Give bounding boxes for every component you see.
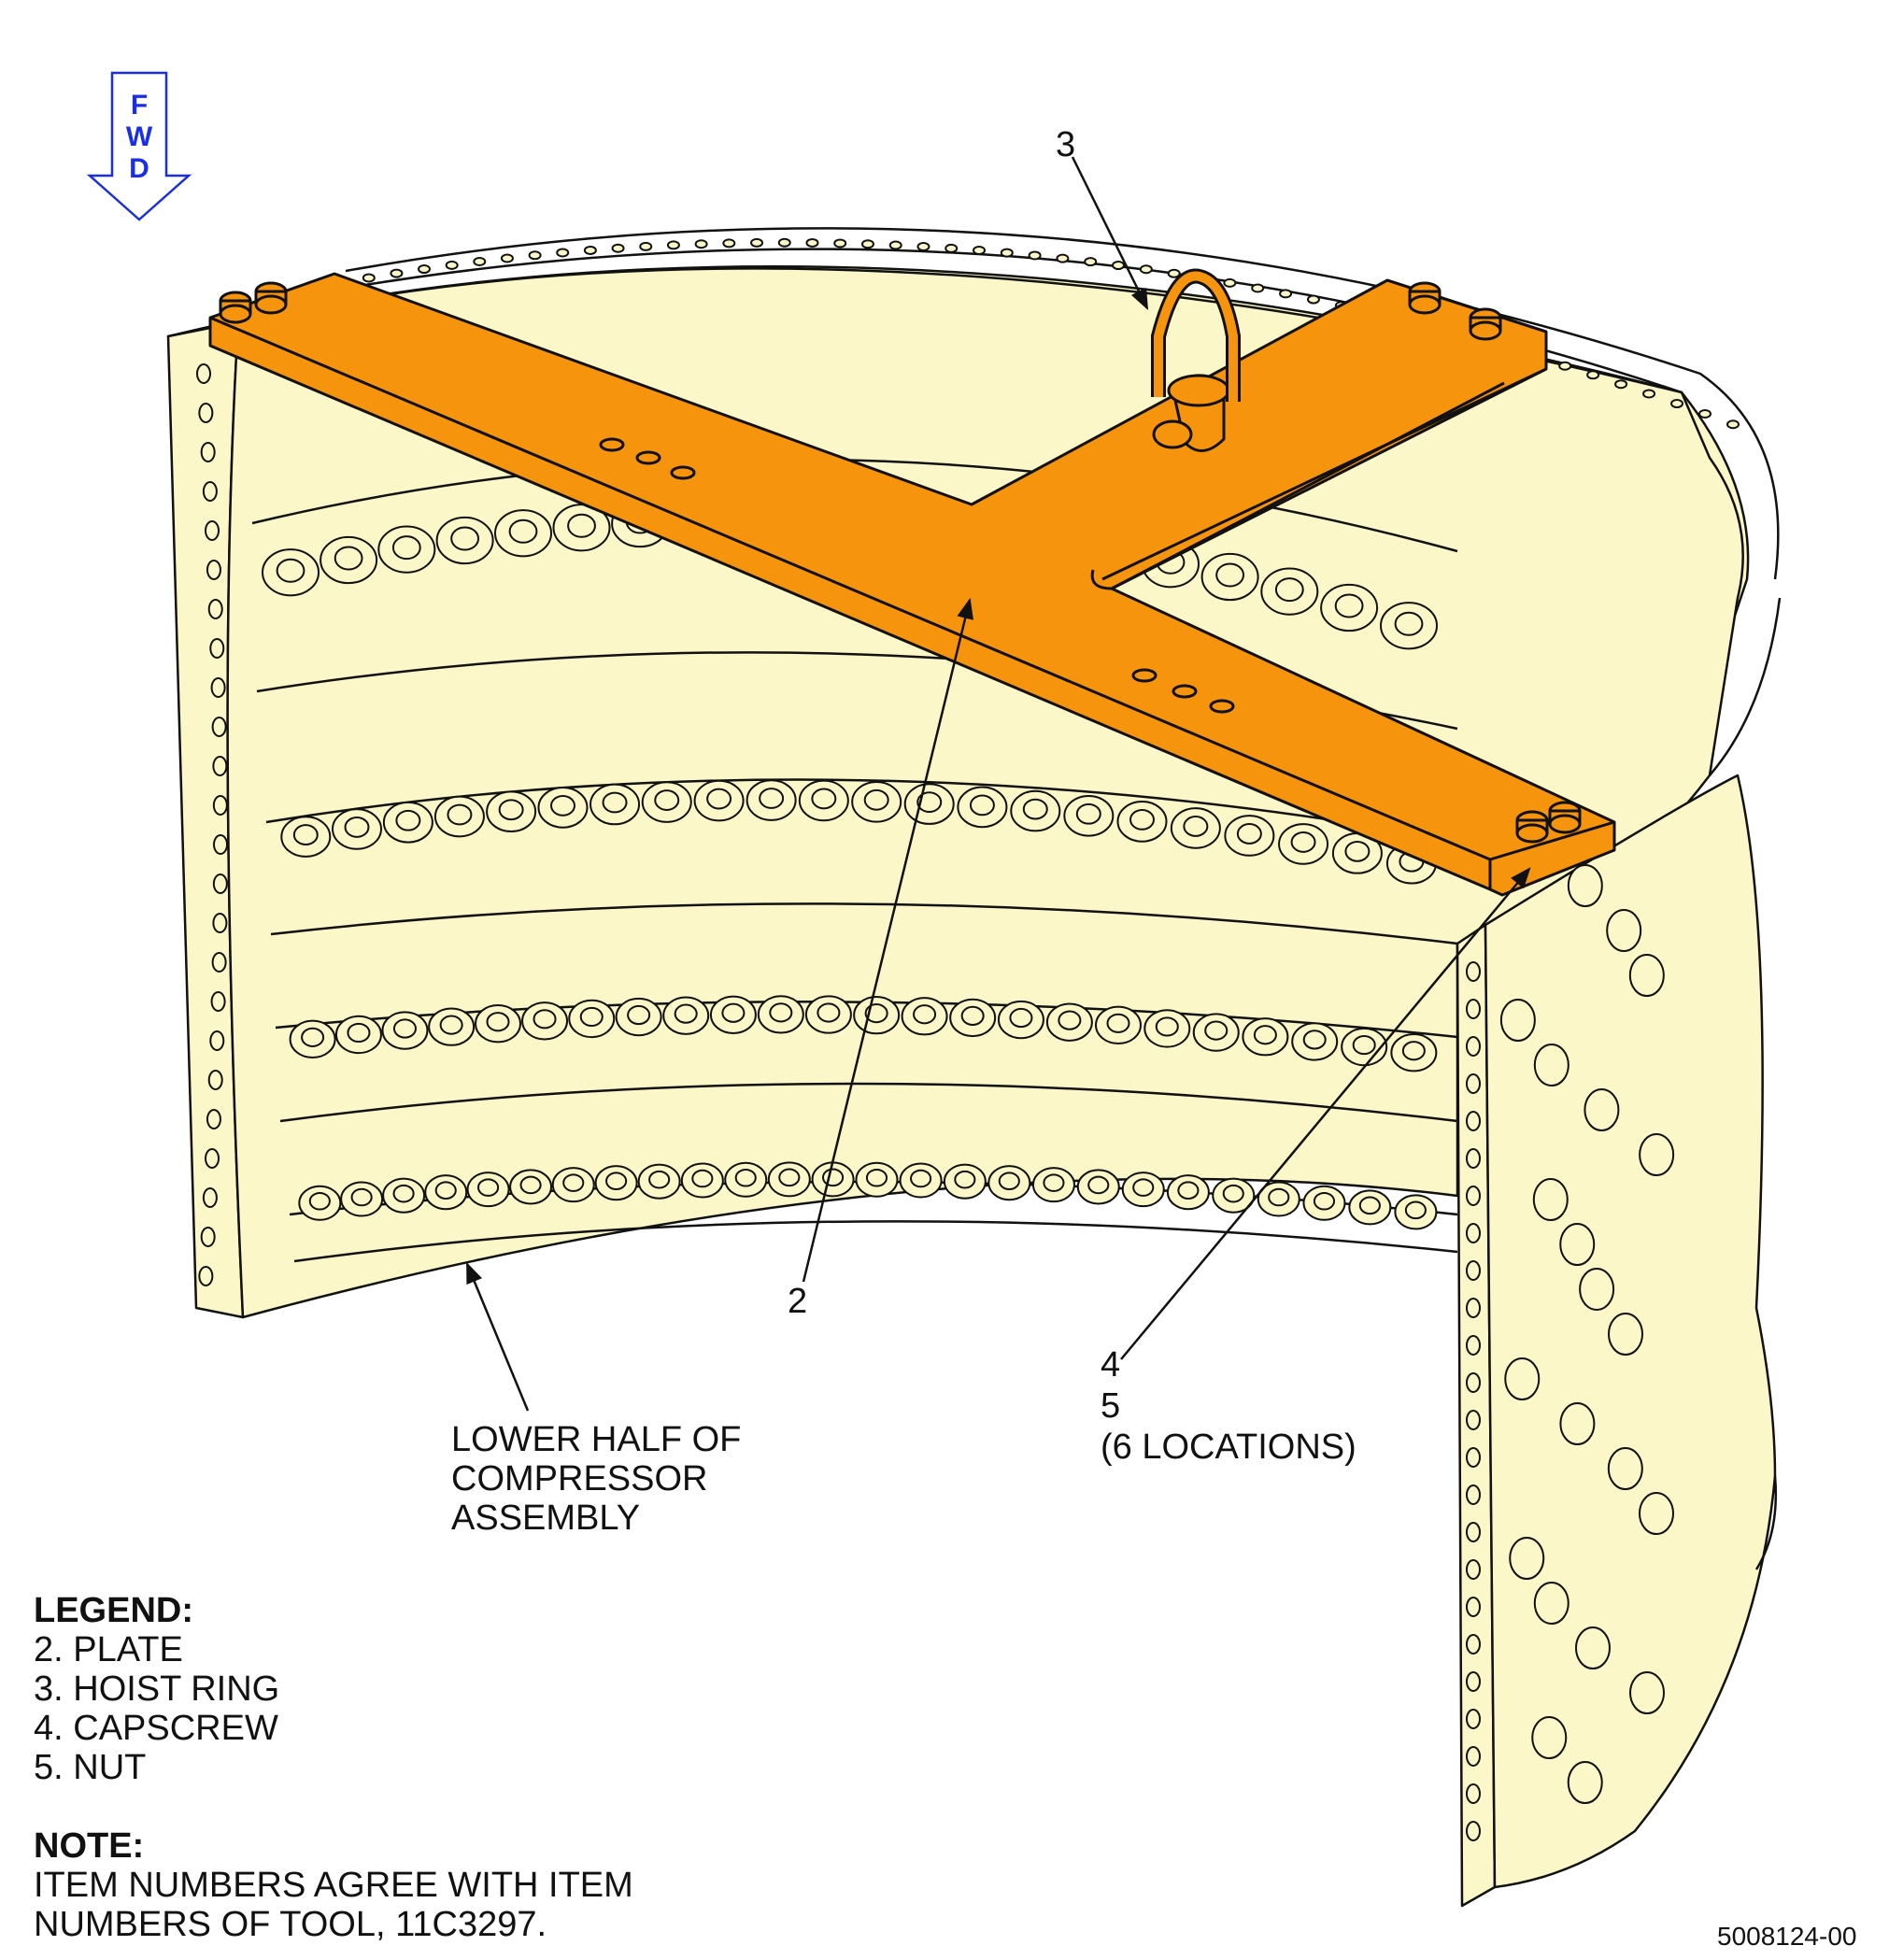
callout-2: 2 xyxy=(788,1282,808,1321)
callout-5: 5 xyxy=(1101,1386,1121,1426)
flange-holes xyxy=(196,237,1740,1841)
note-line-1: ITEM NUMBERS AGREE WITH ITEM xyxy=(34,1866,633,1905)
leader-3 xyxy=(1071,156,1149,311)
leader-45 xyxy=(1120,867,1531,1360)
note-line-2: NUMBERS OF TOOL, 11C3297. xyxy=(34,1905,547,1944)
fwd-letter-w: W xyxy=(125,121,153,152)
leader-lines xyxy=(465,156,1531,1412)
legend-title: LEGEND: xyxy=(34,1591,193,1630)
callout-4: 4 xyxy=(1101,1345,1121,1385)
assembly-label-line-2: COMPRESSOR xyxy=(451,1459,708,1498)
assembly-label-line-3: ASSEMBLY xyxy=(451,1498,641,1538)
callout-6-locations: (6 LOCATIONS) xyxy=(1101,1427,1356,1467)
leader-2 xyxy=(802,597,973,1283)
fwd-letter-f: F xyxy=(130,90,149,121)
fwd-letter-d: D xyxy=(129,153,149,184)
assembly-label-line-1: LOWER HALF OF xyxy=(451,1420,742,1459)
legend-item-plate: 2. PLATE xyxy=(34,1630,183,1669)
hoist-ring xyxy=(1151,268,1241,452)
figure-number: 5008124-00 xyxy=(1717,1922,1857,1951)
note-title: NOTE: xyxy=(34,1826,145,1866)
fwd-arrow-icon xyxy=(86,71,192,221)
legend-item-nut: 5. NUT xyxy=(34,1748,147,1787)
leader-assembly xyxy=(465,1261,530,1412)
legend-item-hoist-ring: 3. HOIST RING xyxy=(34,1669,280,1709)
callout-3: 3 xyxy=(1056,125,1076,164)
legend-item-capscrew: 4. CAPSCREW xyxy=(34,1709,278,1748)
lifting-plate xyxy=(208,272,1616,897)
